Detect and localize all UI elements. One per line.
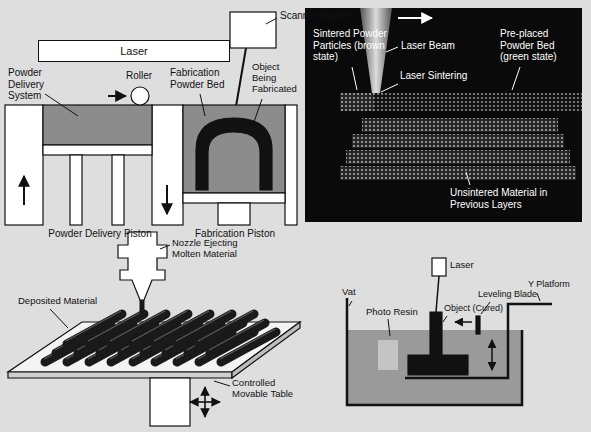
y-platform (405, 304, 552, 378)
piston-plate (183, 193, 285, 203)
leveling-blade (476, 316, 480, 334)
part-label: Laser Beam (401, 40, 471, 52)
box-label: Laser (120, 45, 148, 57)
nozzle (118, 232, 167, 300)
roller (131, 87, 149, 105)
part-label: Roller (126, 70, 166, 82)
sls-machine (5, 12, 297, 225)
leader-lines (45, 18, 277, 122)
piston-plate (43, 145, 152, 155)
wall (152, 105, 183, 225)
wall (285, 105, 297, 225)
part-label: Y Platform (528, 279, 584, 289)
part-label: Controlled Movable Table (232, 378, 304, 400)
part-label: Object (Cured) (444, 303, 510, 313)
part-label: Vat (342, 287, 372, 298)
part-label: Photo Resin (366, 307, 431, 318)
part-label: Deposited Material (18, 296, 118, 307)
part-label: Scanner System (280, 10, 360, 22)
piston-rod (218, 203, 250, 225)
deposited-rods (44, 311, 276, 362)
powder-bed (183, 105, 285, 193)
green-bed (340, 93, 582, 111)
part-label: Sintered Powder Particles (brown state) (313, 28, 393, 63)
part-label: Nozzle Ejecting Molten Material (172, 238, 262, 260)
part-label: Unsintered Material in Previous Layers (450, 187, 575, 210)
part-label: Laser Sintering (400, 70, 490, 82)
scanner-box (230, 12, 276, 48)
sintered-particles (340, 93, 374, 111)
part-label: Leveling Blade (478, 289, 542, 299)
part-label: Object Being Fabricated (252, 62, 304, 95)
laser-box: Laser (38, 40, 230, 62)
piston-rod (112, 155, 124, 225)
sintering-detail (305, 8, 582, 222)
powder-supply (43, 105, 152, 145)
down-arrow (166, 185, 168, 214)
wall (5, 105, 43, 225)
part-label: Pre-placed Powder Bed (green state) (500, 28, 578, 63)
vat (347, 298, 522, 405)
part-label: Powder Delivery Piston (40, 228, 160, 240)
molten-strand (140, 300, 145, 318)
part-label: Powder Delivery System (8, 67, 78, 102)
roller-arrow (108, 95, 126, 97)
part-label: Fabrication Powder Bed (170, 67, 236, 90)
part-label: Laser (450, 260, 490, 271)
up-arrow (23, 176, 25, 205)
table-column (150, 378, 190, 426)
laser-box (432, 258, 446, 276)
object-arch (196, 118, 272, 190)
sla-vat (347, 258, 552, 405)
piston-rod (70, 155, 82, 225)
